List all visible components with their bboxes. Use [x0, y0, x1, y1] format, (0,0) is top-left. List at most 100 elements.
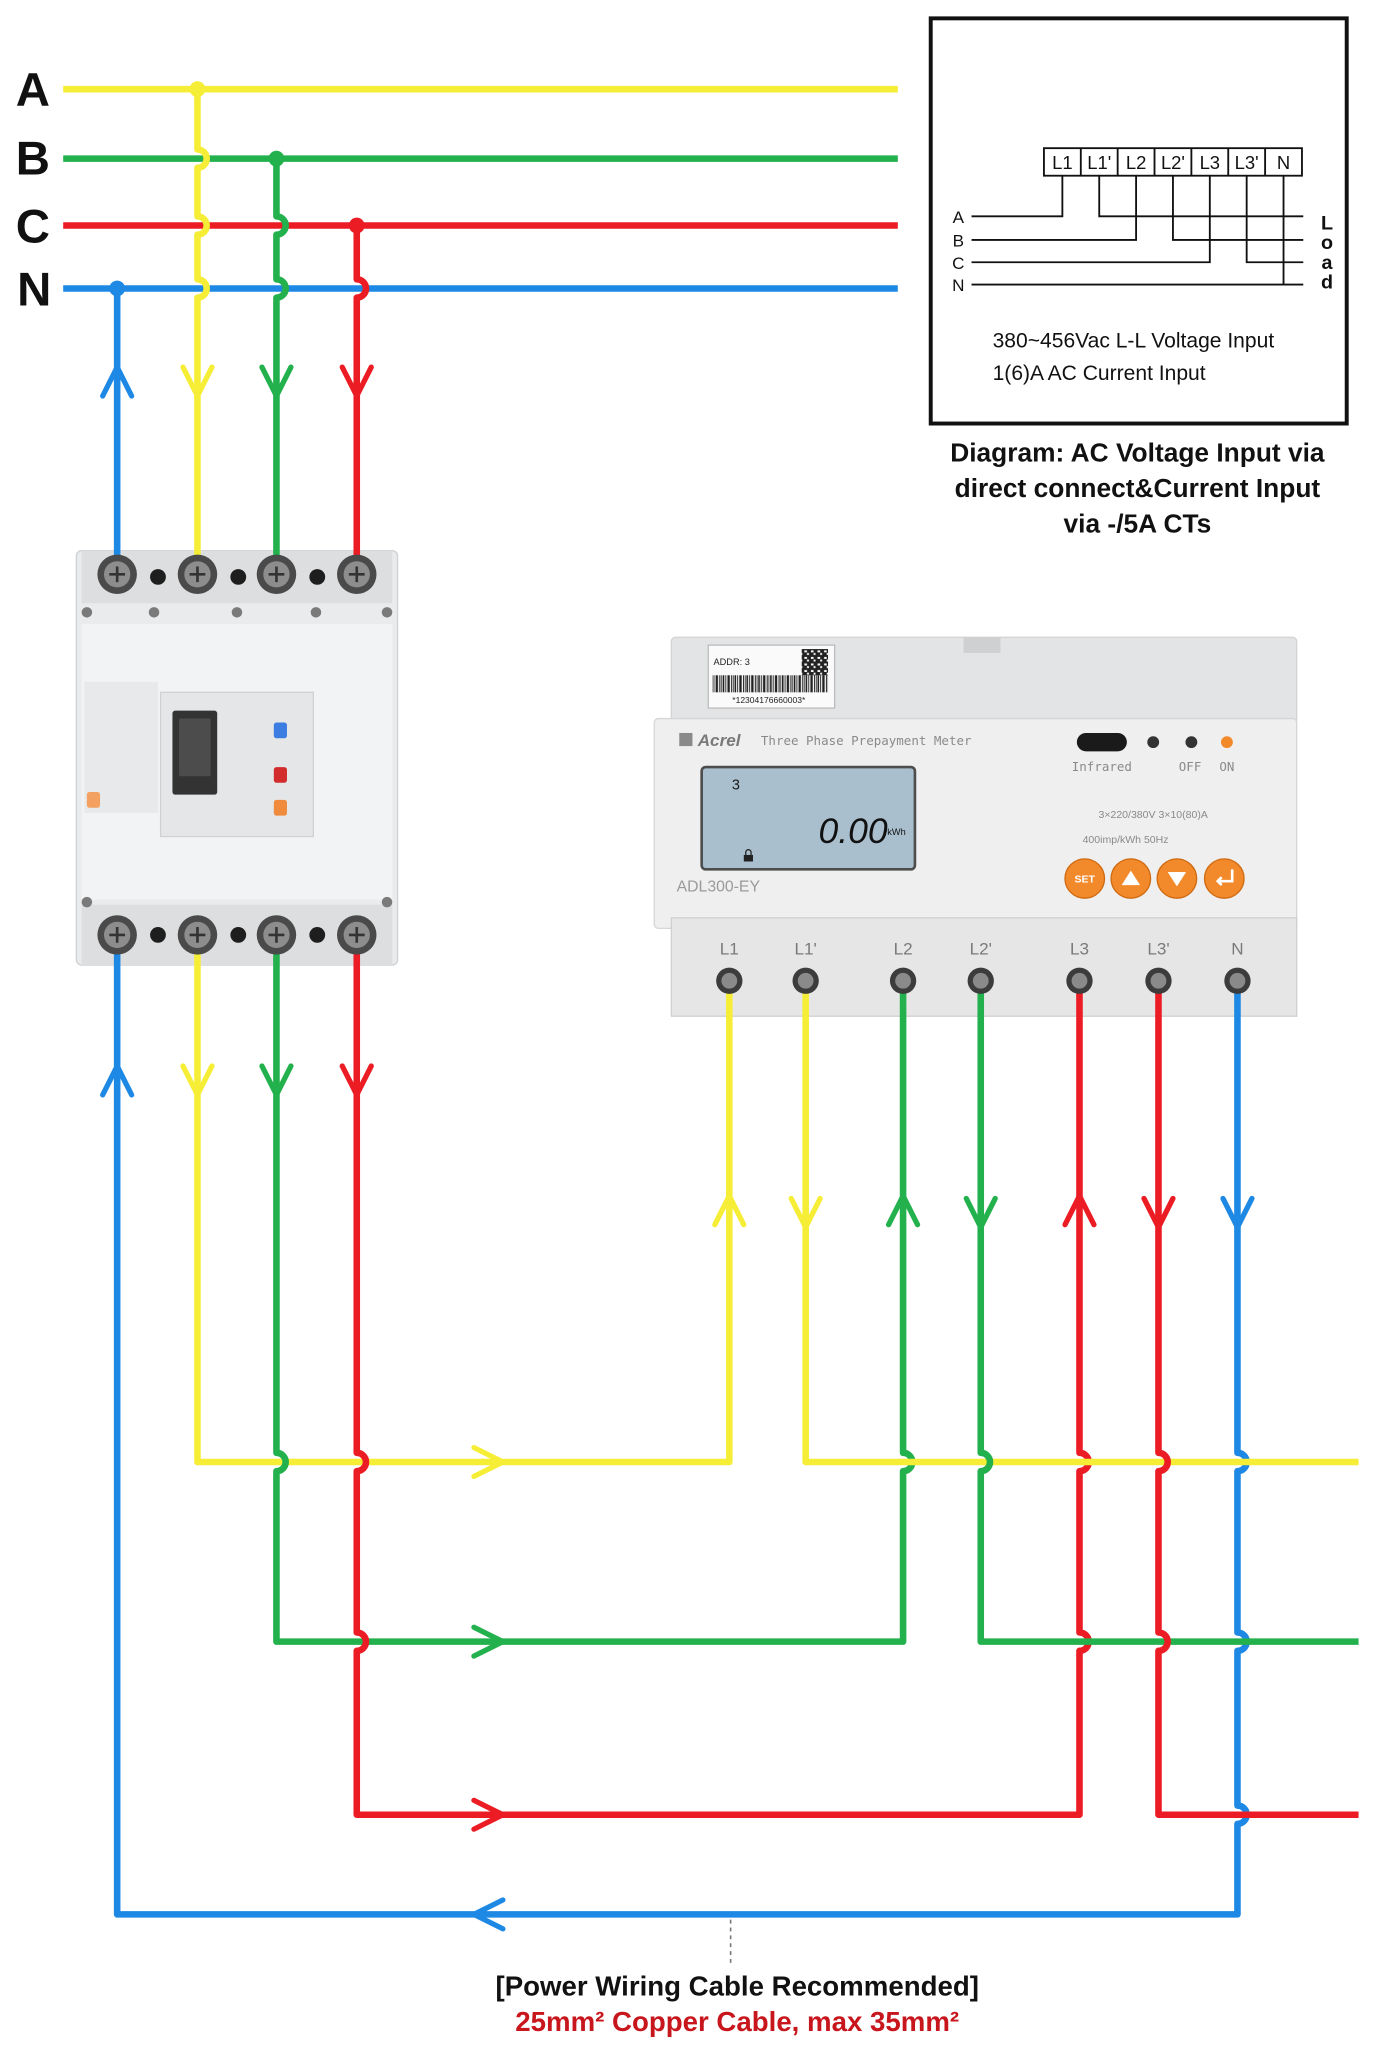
inset-line-label: B: [953, 232, 964, 251]
caption-line: Diagram: AC Voltage Input via: [950, 438, 1325, 468]
meter-top-notch: [963, 637, 1001, 653]
breaker-label-area: [84, 681, 158, 813]
terminal-screw: [337, 915, 377, 955]
bus-bars: [63, 85, 898, 292]
chevron-arrow-icon: [1062, 1193, 1097, 1228]
cable-recommendation: [Power Wiring Cable Recommended] 25mm² C…: [496, 1919, 979, 2037]
junction-dot-c: [348, 217, 365, 234]
chevron-arrow-icon: [180, 364, 215, 399]
diagram-caption: Diagram: AC Voltage Input via direct con…: [950, 438, 1325, 539]
inset-terminal-label: L1: [1052, 152, 1072, 173]
lock-icon: [743, 849, 754, 862]
chevron-arrow-icon: [1220, 1195, 1255, 1230]
lcd-display: [700, 765, 917, 871]
enter-icon: [1215, 869, 1234, 887]
chevron-arrow-icon: [1141, 1195, 1176, 1230]
caption-line: direct connect&Current Input: [955, 473, 1321, 503]
terminal-screw: [97, 915, 137, 955]
inset-terminal-label: L2': [1161, 152, 1185, 173]
on-label: ON: [1219, 759, 1234, 774]
meter-title: Three Phase Prepayment Meter: [761, 733, 972, 748]
wire-a-to-breaker: [194, 89, 210, 575]
meter-terminal-label: L2': [970, 940, 992, 959]
cable-recommendation-title: [Power Wiring Cable Recommended]: [496, 1971, 979, 2002]
terminal-screw: [177, 915, 218, 955]
wires: [113, 89, 1359, 1918]
caption-line: via -/5A CTs: [1064, 508, 1212, 538]
circuit-breaker: [75, 550, 399, 966]
qr-code-icon: [801, 649, 829, 676]
chevron-arrow-icon: [788, 1195, 823, 1230]
chevron-arrow-icon: [259, 364, 294, 399]
meter-terminal-label: L3': [1147, 940, 1169, 959]
wire-l1-out: [802, 983, 1359, 1466]
meter-terminal-label: N: [1231, 940, 1243, 959]
chevron-arrow-icon: [885, 1193, 921, 1228]
wire-b-to-breaker: [273, 158, 289, 575]
inset-wiring: [971, 175, 1304, 286]
inset-load-letter: o: [1321, 232, 1333, 254]
wire-l3-out: [1155, 983, 1359, 1819]
terminal-screw: [256, 554, 297, 594]
chevron-arrow-icon: [100, 364, 135, 399]
inset-schematic: L1 L1' L2 L2' L3 L3' N A B C N L o a d 3…: [928, 16, 1349, 426]
lcd-indicator: 3: [732, 777, 740, 793]
infrared-window: [1076, 732, 1127, 752]
wire-c-to-breaker: [353, 225, 370, 575]
rating-impulse-frequency: 400imp/kWh 50Hz: [1083, 834, 1169, 846]
terminal-screw: [337, 554, 377, 594]
bus-label-b: B: [16, 132, 50, 185]
breaker-indicator-red: [273, 767, 287, 783]
terminal-screw: [1066, 967, 1093, 994]
bus-label-c: C: [16, 201, 50, 254]
wire-a-breaker-to-meter-l1: [194, 934, 733, 1466]
rating-current-voltage: 3×220/380V 3×10(80)A: [1099, 809, 1208, 821]
lcd-unit: kWh: [887, 827, 905, 837]
inset-terminal-label: L3: [1200, 152, 1220, 173]
set-button: SET: [1064, 858, 1106, 899]
cable-recommendation-spec: 25mm² Copper Cable, max 35mm²: [515, 2006, 959, 2037]
led-on: [1221, 736, 1233, 749]
breaker-terminal-screws: [97, 554, 377, 955]
breaker-mounting-screws: [81, 607, 393, 908]
meter-terminal-label: L2: [894, 940, 913, 959]
breaker-indicator-orange-left: [86, 791, 101, 808]
brand-mark-icon: [679, 732, 693, 747]
inset-line-label: N: [952, 276, 964, 295]
meter-terminal-label: L1: [720, 940, 739, 959]
meter-model: ADL300-EY: [677, 879, 761, 896]
chevron-arrow-icon: [180, 1063, 215, 1098]
chevron-arrow-icon: [471, 1797, 506, 1832]
chevron-arrow-icon: [100, 1063, 135, 1098]
arrow-down-icon: [1167, 871, 1187, 887]
chevron-arrow-icon: [339, 1063, 374, 1098]
chevron-arrow-icon: [712, 1193, 747, 1228]
chevron-arrow-icon: [339, 364, 374, 399]
bus-label-n: N: [17, 264, 51, 317]
inset-load-letter: L: [1321, 212, 1333, 234]
meter-terminal-label: L3: [1070, 940, 1089, 959]
wire-l2-out: [977, 983, 1359, 1645]
breaker-terminal-holes: [150, 569, 326, 943]
wire-b-breaker-to-meter-l2: [273, 934, 916, 1645]
arrow-up-icon: [1121, 870, 1141, 886]
barcode: [712, 675, 829, 693]
inset-load-letter: a: [1321, 252, 1333, 274]
wire-c-breaker-to-meter-l3: [353, 934, 1092, 1819]
terminal-screw: [889, 967, 917, 994]
enter-button: [1203, 858, 1245, 899]
meter-terminal-screws: [716, 967, 1251, 994]
inset-line-label: C: [952, 254, 964, 273]
inset-current-text: 1(6)A AC Current Input: [993, 362, 1206, 385]
up-button: [1110, 858, 1152, 899]
bus-labels: A B C N: [16, 64, 52, 316]
chevron-arrow-icon: [471, 1444, 506, 1480]
inset-line-label: A: [953, 208, 965, 227]
terminal-screw: [792, 967, 819, 994]
meter-terminal-label: L1': [795, 940, 817, 959]
chevron-arrow-icon: [471, 1624, 506, 1659]
breaker-handle-highlight: [179, 718, 211, 777]
chevron-arrow-icon: [963, 1195, 998, 1230]
infrared-label: Infrared: [1072, 759, 1132, 774]
